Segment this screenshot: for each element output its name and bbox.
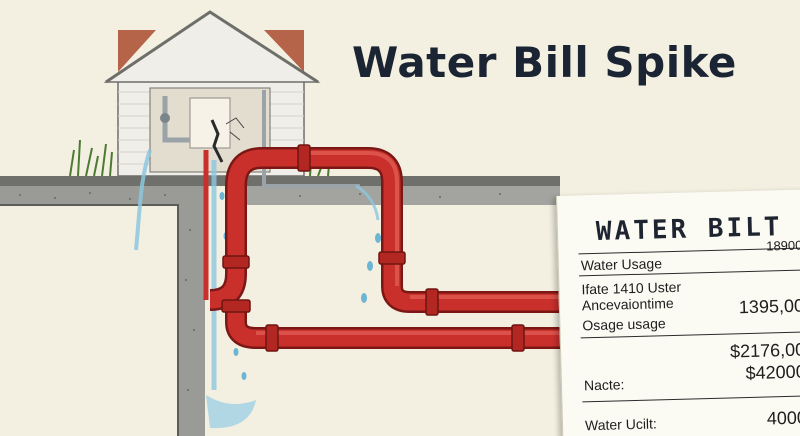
bill-row-label: Osage usage [582, 315, 666, 334]
bill-row: Ifate 1410 Uster [581, 276, 800, 298]
bill-row-label: Water Ucilt: [584, 415, 658, 434]
soil-edge [0, 204, 179, 436]
ground-surface [0, 176, 560, 186]
red-pipes [203, 144, 560, 352]
water-leak [134, 149, 381, 429]
bill-row: $2176,00 [583, 340, 800, 362]
bill-divider [582, 395, 800, 403]
bill-title: WATER BILT [595, 212, 783, 247]
bill-row-label: Nacte: [583, 376, 625, 394]
bill-row: Water Ucilt: 4000 [585, 408, 800, 434]
bill-row-value: 1395,00 [738, 295, 800, 318]
headline: Water Bill Spike [352, 38, 737, 87]
bill-row-value: $2176,00 [729, 339, 800, 362]
bill-row-value: 4000 [766, 407, 800, 429]
soil-left [0, 186, 205, 436]
water-bill-receipt: WATER BILT Water Usage 18900 Ifate 1410 … [556, 189, 800, 436]
bill-row-label: Ancevaiontime [581, 294, 674, 314]
bill-row-label: Water Usage [580, 255, 663, 274]
soil-speckle [19, 192, 501, 391]
bill-row-value: $42000 [745, 361, 800, 384]
bill-row-value: 18900 [766, 237, 800, 254]
bill-row: Nacte: $42000 [584, 362, 800, 394]
